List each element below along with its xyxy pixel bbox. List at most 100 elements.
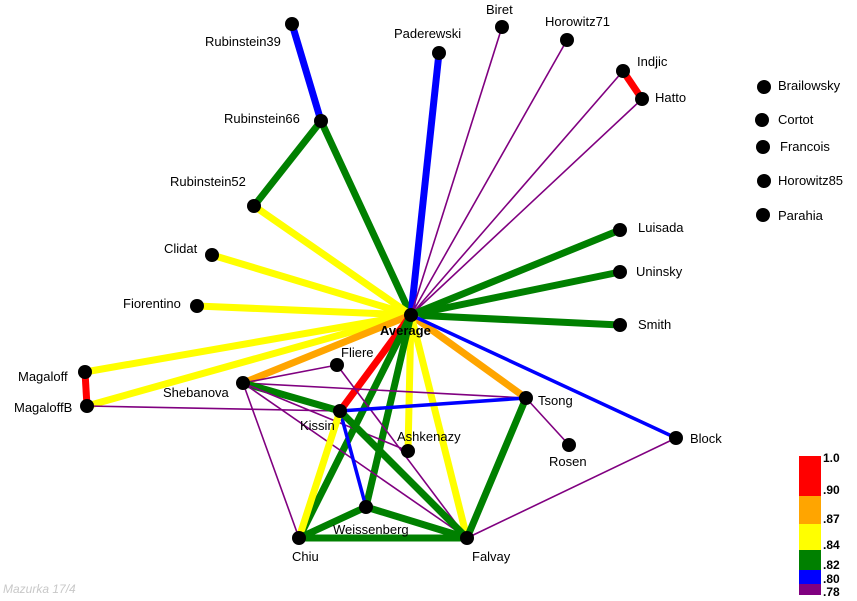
edge-shebanova-average	[241, 311, 413, 387]
legend-swatch-yellow	[799, 524, 821, 550]
edge-kissin-falvay	[337, 408, 470, 541]
node-horowitz71	[560, 33, 574, 47]
node-hatto	[635, 92, 649, 106]
node-chiu	[292, 531, 306, 545]
edge-rubinstein66-average	[317, 119, 415, 317]
edge-tsong-rosen	[525, 397, 570, 446]
node-kissin	[333, 404, 347, 418]
edge-shebanova-kissin	[242, 379, 341, 415]
edge-shebanova-chiu	[242, 382, 300, 539]
label-fiorentino: Fiorentino	[123, 296, 181, 311]
label-uninsky: Uninsky	[636, 264, 683, 279]
label-rubinstein39: Rubinstein39	[205, 34, 281, 49]
label-average: Average	[380, 323, 431, 338]
legend-label-6: .80	[823, 572, 840, 586]
node-paderewski	[432, 46, 446, 60]
legend-swatch-orange	[799, 496, 821, 524]
node-uninsky	[613, 265, 627, 279]
label-block: Block	[690, 431, 722, 446]
label-hatto: Hatto	[655, 90, 686, 105]
label-falvay: Falvay	[472, 549, 511, 564]
label-ashkenazy: Ashkenazy	[397, 429, 461, 444]
label-biret: Biret	[486, 2, 513, 17]
edge-block-average	[410, 313, 677, 440]
caption: Mazurka 17/4	[3, 582, 76, 596]
edge-magaloff-average	[84, 311, 412, 376]
legend-label-2: .90	[823, 483, 840, 497]
label-smith: Smith	[638, 317, 671, 332]
label-tsong: Tsong	[538, 393, 573, 408]
node-fliere	[330, 358, 344, 372]
edge-weissenberg-falvay	[364, 503, 469, 542]
edge-weissenberg-chiu	[297, 503, 368, 542]
edge-rubinstein66-rubinstein52	[251, 118, 324, 209]
legend-label-7: .78	[823, 585, 840, 599]
edge-tsong-average	[408, 312, 529, 401]
node-francois	[756, 140, 770, 154]
node-indjic	[616, 64, 630, 78]
edge-shebanova-ashkenazy	[242, 382, 409, 452]
edge-paderewski-average	[407, 52, 443, 316]
label-chiu: Chiu	[292, 549, 319, 564]
legend-swatch-green	[799, 550, 821, 570]
label-francois: Francois	[780, 139, 830, 154]
label-magaloff: Magaloff	[18, 369, 68, 384]
node-ashkenazy	[401, 444, 415, 458]
node-clidat	[205, 248, 219, 262]
node-rubinstein52	[247, 199, 261, 213]
label-parahia: Parahia	[778, 208, 824, 223]
edge-kissin-tsong	[339, 396, 527, 413]
label-fliere: Fliere	[341, 345, 374, 360]
edge-indjic-average	[410, 70, 624, 316]
legend-label-1: 1.0	[823, 451, 840, 465]
label-kissin: Kissin	[300, 418, 335, 433]
node-magaloffb	[80, 399, 94, 413]
edges-layer	[81, 22, 677, 542]
legend-label-4: .84	[823, 538, 840, 552]
node-cortot	[755, 113, 769, 127]
edge-tsong-falvay	[463, 396, 530, 540]
node-parahia	[756, 208, 770, 222]
edge-kissin-chiu	[295, 409, 344, 540]
label-rosen: Rosen	[549, 454, 587, 469]
edge-rubinstein39-rubinstein66	[288, 22, 325, 123]
label-clidat: Clidat	[164, 241, 198, 256]
edge-shebanova-fliere	[242, 364, 338, 384]
edge-magaloffb-average	[86, 311, 412, 410]
label-rubinstein66: Rubinstein66	[224, 111, 300, 126]
node-weissenberg	[359, 500, 373, 514]
edge-shebanova-tsong	[242, 382, 527, 399]
edge-weissenberg-average	[362, 314, 415, 508]
node-brailowsky	[757, 80, 771, 94]
legend-label-3: .87	[823, 512, 840, 526]
edge-ashkenazy-average	[404, 314, 415, 452]
node-average	[404, 308, 418, 322]
color-legend: 1.0 .90 .87 .84 .82 .80 .78	[799, 451, 840, 599]
node-smith	[613, 318, 627, 332]
edge-magaloffb-kissin	[86, 405, 341, 412]
edge-hatto-average	[410, 98, 643, 316]
node-rubinstein39	[285, 17, 299, 31]
node-biret	[495, 20, 509, 34]
node-fiorentino	[190, 299, 204, 313]
nodes-layer	[78, 17, 771, 545]
legend-swatch-blue	[799, 570, 821, 584]
label-luisada: Luisada	[638, 220, 684, 235]
node-magaloff	[78, 365, 92, 379]
edge-smith-average	[410, 311, 621, 329]
node-rosen	[562, 438, 576, 452]
edge-luisada-average	[409, 226, 622, 319]
node-rubinstein66	[314, 114, 328, 128]
node-tsong	[519, 391, 533, 405]
label-cortot: Cortot	[778, 112, 814, 127]
label-weissenberg: Weissenberg	[333, 522, 409, 537]
node-horowitz85	[757, 174, 771, 188]
edge-rubinstein52-average	[252, 203, 413, 318]
legend-swatch-purple	[799, 584, 821, 595]
node-luisada	[613, 223, 627, 237]
legend-label-5: .82	[823, 558, 840, 572]
edge-clidat-average	[210, 251, 413, 319]
label-magaloffb: MagaloffB	[14, 400, 72, 415]
labels-layer: AverageRubinstein39PaderewskiBiretHorowi…	[14, 2, 843, 564]
